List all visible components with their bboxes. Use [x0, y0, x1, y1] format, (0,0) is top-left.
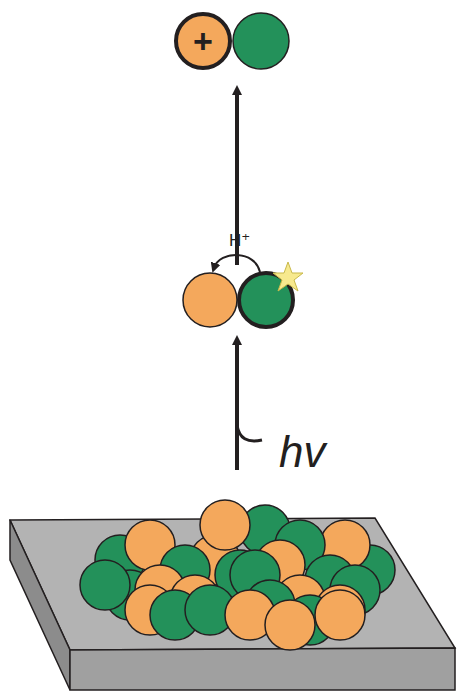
arrow: [235, 340, 239, 470]
proton-label: H⁺: [229, 230, 250, 251]
particle: [80, 560, 130, 610]
excitation-star: [273, 262, 303, 291]
substrate-side: [10, 520, 70, 690]
charge-sign: +: [193, 24, 213, 58]
photon-label: hv: [279, 427, 325, 477]
particle-pile: [80, 500, 395, 650]
charged-molecule: +: [174, 12, 232, 70]
green-molecule: [233, 13, 289, 69]
particle: [200, 500, 250, 550]
particle: [265, 600, 315, 650]
substrate-front: [70, 648, 455, 690]
photon-curve: [237, 425, 262, 441]
particle: [315, 590, 365, 640]
orange-molecule: [183, 273, 237, 327]
